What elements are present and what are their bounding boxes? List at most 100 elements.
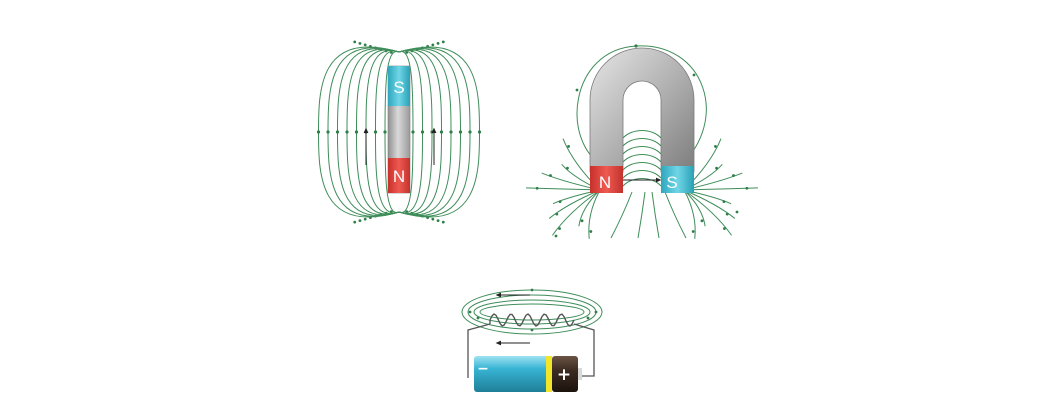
shoe-field-dot [575, 88, 579, 92]
shoe-bottom-line [610, 191, 633, 239]
shoe-gap-line [622, 146, 662, 155]
shoe-bottom-line [637, 191, 646, 239]
shoe-field-dot [700, 219, 704, 223]
shoe-field-dot [566, 166, 569, 170]
bar-field-dot [436, 219, 440, 223]
bar-field-dot [373, 130, 378, 134]
shoe-gap-line [622, 170, 662, 179]
bar-field-dot [358, 42, 362, 45]
shoe-field-dot [580, 219, 584, 223]
solenoid-field-dot [468, 310, 472, 314]
shoe-field-dot [589, 230, 593, 233]
shoe-left-line [578, 189, 601, 227]
battery-ring [546, 356, 552, 392]
shoe-field-dot [554, 234, 558, 238]
bar-field-dot [420, 130, 425, 134]
solenoid-field-loop [461, 289, 603, 335]
shoe-field-dot [691, 230, 695, 233]
bar-field-dot [326, 130, 330, 134]
solenoid-field-dot [594, 310, 598, 314]
shoe-field-dot [692, 73, 696, 77]
shoe-right-line [683, 189, 706, 227]
bar-field-dot [441, 40, 445, 44]
shoe-field-dot [567, 145, 570, 148]
bar-field-dot [431, 43, 435, 47]
horseshoe-north-pole [590, 166, 623, 193]
solenoid-battery-group: − + [461, 288, 603, 392]
solenoid-field-dot [530, 328, 534, 332]
bar-field-dot [411, 130, 415, 134]
battery-cap [552, 356, 578, 392]
wire-left-lead [467, 323, 491, 378]
shoe-field-dot [715, 166, 718, 170]
shoe-gap-line [622, 130, 662, 139]
shoe-field-dot [634, 44, 638, 48]
bar-field-dot [436, 42, 440, 45]
bar-field-dot [363, 217, 367, 221]
shoe-gap-line [622, 154, 662, 163]
bar-field-dot [316, 130, 321, 134]
bar-field-dot [449, 130, 453, 134]
shoe-field-dot [732, 174, 735, 177]
solenoid-field-loops [461, 288, 603, 335]
shoe-field-dot [535, 186, 539, 190]
battery-negative-symbol: − [477, 361, 489, 377]
bar-field-dot [431, 217, 435, 221]
bar-field-dot [441, 220, 445, 224]
bar-field-dot [335, 130, 340, 134]
shoe-gap-line [622, 162, 662, 171]
horseshoe-south-pole [661, 166, 694, 193]
shoe-field-dot [558, 227, 561, 230]
bar-magnet-south-label: S [393, 78, 404, 97]
horseshoe-magnet-body [589, 47, 695, 173]
shoe-right-line [683, 189, 696, 239]
shoe-right-line [683, 189, 732, 236]
bar-field-dot [345, 130, 349, 134]
shoe-left-line [588, 189, 601, 239]
solenoid-field-dot [530, 288, 534, 292]
wire-right-lead [573, 323, 595, 377]
bar-field-dot [477, 130, 482, 134]
shoe-bottom-line [664, 191, 687, 239]
shoe-field-dot [714, 145, 717, 148]
solenoid-field-loop [479, 303, 585, 321]
bar-field-dot [430, 130, 434, 134]
shoe-gap-line [622, 178, 662, 187]
horseshoe-north-label: N [599, 173, 611, 192]
solenoid-field-dot [476, 316, 480, 320]
solenoid-field-dot [586, 316, 590, 320]
shoe-field-dot [735, 210, 739, 214]
bar-field-dot [354, 130, 359, 134]
bar-magnet-north-pole [388, 158, 410, 193]
bar-field-dot [353, 220, 357, 224]
shoe-field-dot [723, 227, 726, 230]
shoe-field-dot [725, 212, 729, 216]
horseshoe-magnet-group: N S [526, 44, 758, 239]
shoe-field-dot [549, 174, 552, 177]
solenoid-field-loop [473, 299, 591, 325]
bar-field-dot [383, 130, 387, 134]
shoe-left-line [552, 189, 601, 236]
bar-field-dot [439, 130, 444, 134]
bar-field-dot [458, 130, 463, 134]
shoe-field-dot [722, 200, 726, 204]
bar-magnet-north-label: N [393, 167, 405, 186]
horseshoe-field-lines [526, 44, 758, 239]
battery-terminal [578, 368, 582, 380]
battery-positive-symbol: + [557, 365, 571, 385]
battery-body [474, 356, 550, 392]
solenoid-coil-wire [489, 313, 575, 327]
horseshoe-south-label: S [666, 173, 677, 192]
bar-field-dot [468, 130, 472, 134]
bar-magnet-south-pole [388, 66, 410, 106]
shoe-gap-line [622, 138, 662, 147]
bar-field-dot [353, 40, 357, 44]
shoe-field-dot [555, 212, 559, 216]
bar-field-dot [363, 43, 367, 47]
shoe-field-dot [745, 186, 749, 190]
shoe-bottom-line [651, 191, 660, 239]
shoe-field-dot [558, 200, 562, 204]
bar-magnet-group: S N [316, 40, 482, 224]
bar-field-dot [358, 219, 362, 223]
